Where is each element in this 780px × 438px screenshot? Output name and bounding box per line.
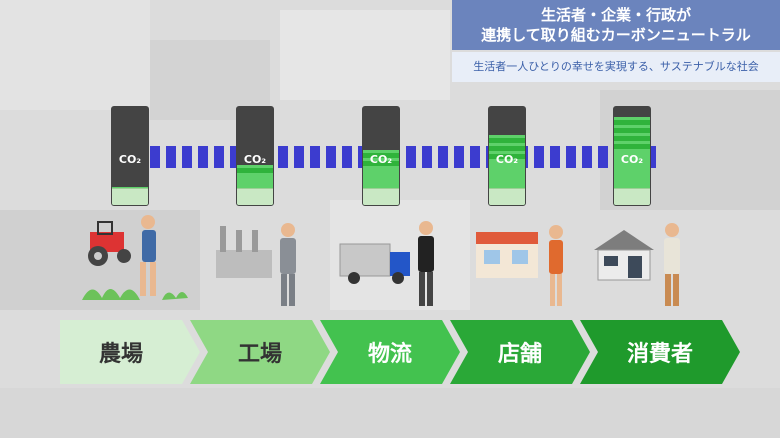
tube-base bbox=[489, 188, 525, 205]
conveyor-segment bbox=[598, 146, 608, 168]
tube-base bbox=[237, 188, 273, 205]
stage-label-4: 店舗 bbox=[497, 342, 542, 367]
conveyor-segment bbox=[230, 146, 240, 168]
conveyor-segment bbox=[534, 146, 544, 168]
conveyor-segment bbox=[214, 146, 224, 168]
tube-stripe bbox=[614, 120, 650, 125]
tube-stripe bbox=[489, 146, 525, 151]
stage-label-5: 消費者 bbox=[626, 342, 693, 367]
co2-label: CO₂ bbox=[118, 153, 142, 166]
conveyor-segment bbox=[566, 146, 576, 168]
stage-arrow-1 bbox=[60, 320, 200, 384]
farm-scene-icon bbox=[82, 215, 188, 300]
tube-stripe bbox=[363, 161, 399, 166]
stage-label-3: 物流 bbox=[367, 342, 412, 367]
tube-stripe bbox=[489, 154, 525, 159]
co2-tube-4: CO₂ bbox=[488, 106, 526, 206]
co2-label: CO₂ bbox=[243, 153, 267, 166]
conveyor-segment bbox=[438, 146, 448, 168]
title-box: 生活者・企業・行政が 連携して取り組むカーボンニュートラル bbox=[452, 0, 780, 50]
tube-base bbox=[112, 188, 148, 205]
truck-scene-icon bbox=[339, 221, 434, 306]
tube-stripe bbox=[614, 128, 650, 133]
co2-tube-1: CO₂ bbox=[111, 106, 149, 206]
co2-tube-5: CO₂ bbox=[613, 106, 651, 206]
subtitle: 生活者一人ひとりの幸せを実現する、サステナブルな社会 bbox=[452, 52, 780, 82]
stage-label-1: 農場 bbox=[98, 342, 143, 367]
conveyor-segment bbox=[294, 146, 304, 168]
conveyor-segment bbox=[646, 146, 656, 168]
tube-base bbox=[363, 188, 399, 205]
factory-scene-icon bbox=[216, 223, 296, 306]
conveyor-segment bbox=[582, 146, 592, 168]
co2-label: CO₂ bbox=[620, 153, 644, 166]
conveyor-segment bbox=[166, 146, 176, 168]
conveyor-segment bbox=[198, 146, 208, 168]
stage-arrow-5 bbox=[580, 320, 740, 384]
tube-stripe bbox=[489, 138, 525, 143]
house-scene-icon bbox=[594, 223, 680, 306]
stage-arrow-3 bbox=[320, 320, 460, 384]
tube-base bbox=[614, 188, 650, 205]
co2-tube-3: CO₂ bbox=[362, 106, 400, 206]
stage-arrow-4 bbox=[450, 320, 590, 384]
title-line-1: 生活者・企業・行政が bbox=[540, 6, 691, 24]
tube-stripe bbox=[237, 168, 273, 173]
tube-stripe bbox=[614, 136, 650, 141]
conveyor-segment bbox=[278, 146, 288, 168]
conveyor-segment bbox=[342, 146, 352, 168]
conveyor-segment bbox=[150, 146, 160, 168]
conveyor-segment bbox=[326, 146, 336, 168]
conveyor-segment bbox=[406, 146, 416, 168]
tube-stripe bbox=[614, 144, 650, 149]
co2-label: CO₂ bbox=[369, 153, 393, 166]
store-scene-icon bbox=[476, 225, 563, 306]
co2-tube-2: CO₂ bbox=[236, 106, 274, 206]
stage-arrow-2 bbox=[190, 320, 330, 384]
conveyor-segment bbox=[454, 146, 464, 168]
conveyor-segment bbox=[310, 146, 320, 168]
conveyor-segment bbox=[422, 146, 432, 168]
title-line-2: 連携して取り組むカーボンニュートラル bbox=[481, 26, 751, 44]
tube-stripe bbox=[363, 153, 399, 158]
co2-label: CO₂ bbox=[495, 153, 519, 166]
conveyor-segment bbox=[182, 146, 192, 168]
stage-label-2: 工場 bbox=[237, 342, 282, 367]
conveyor-segment bbox=[470, 146, 480, 168]
conveyor-segment bbox=[550, 146, 560, 168]
